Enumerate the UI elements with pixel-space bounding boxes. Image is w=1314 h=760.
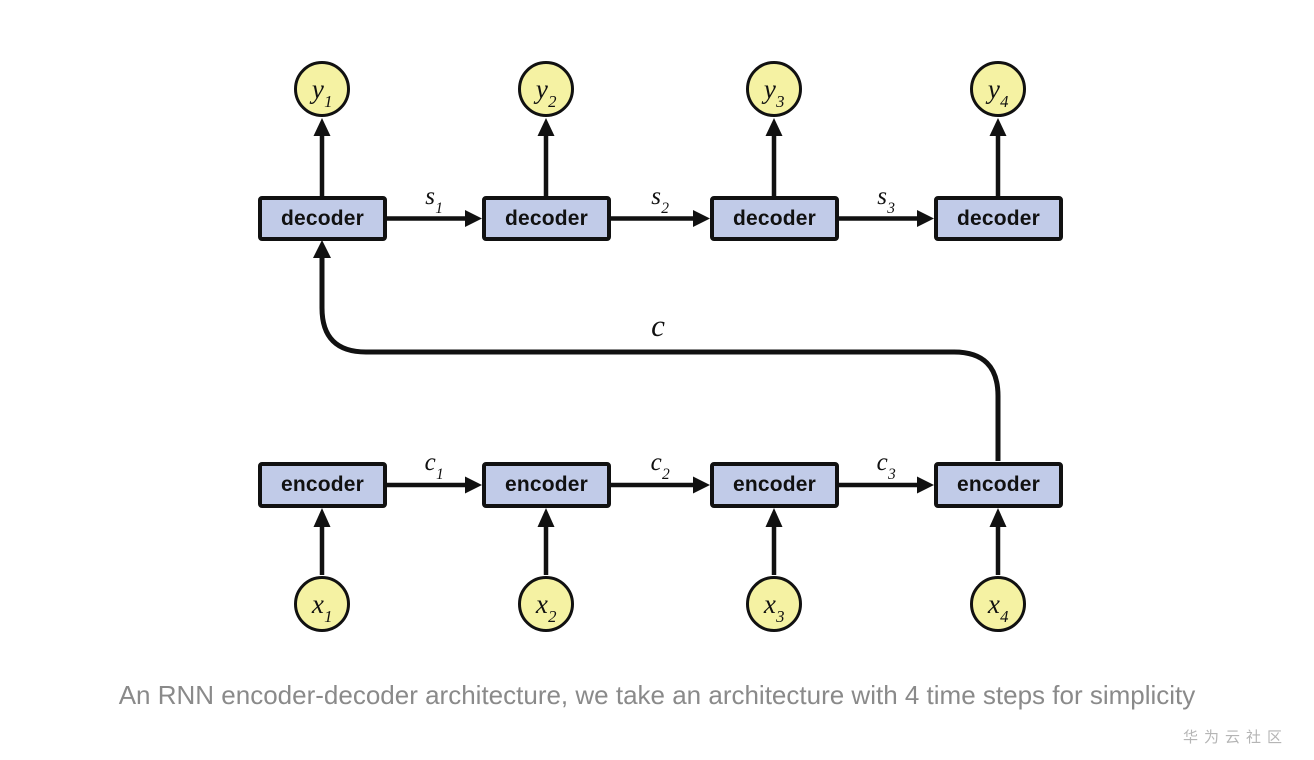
state-label-c3: c3 (876, 449, 896, 483)
arrow-x3-to-encoder3 (765, 508, 783, 575)
input-node-x2: x2 (518, 576, 574, 632)
decoder-box-4-label: decoder (956, 206, 1041, 230)
state-label-c2: c2 (650, 449, 670, 483)
encoder-box-4: encoder (934, 462, 1063, 508)
decoder-box-3: decoder (710, 196, 839, 241)
decoder-box-2: decoder (482, 196, 611, 241)
decoder-box-3-label: decoder (732, 206, 817, 230)
arrow-c1 (387, 476, 482, 494)
encoder-box-2-label: encoder (504, 473, 589, 496)
encoder-box-3: encoder (710, 462, 839, 508)
input-node-x1: x1 (294, 576, 350, 632)
input-node-x1-label: x1 (311, 588, 333, 626)
state-label-s1: s1 (425, 183, 444, 217)
arrow-x4-to-encoder4 (989, 508, 1007, 575)
arrow-decoder3-to-y3 (765, 118, 783, 197)
encoder-box-1: encoder (258, 462, 387, 508)
output-node-y3-label: y3 (763, 73, 785, 111)
encoder-box-3-label: encoder (732, 473, 817, 496)
output-node-y4-label: y4 (987, 73, 1009, 111)
input-node-x2-label: x2 (535, 588, 557, 626)
arrow-decoder2-to-y2 (537, 118, 555, 197)
state-label-c1: c1 (424, 449, 444, 483)
watermark-huawei-cloud-community: 华为云社区 (1182, 729, 1288, 746)
state-label-s3: s3 (877, 183, 896, 217)
arrow-c2 (611, 476, 710, 494)
decoder-box-2-label: decoder (504, 206, 589, 230)
encoder-box-1-label: encoder (280, 473, 365, 496)
figure-caption: An RNN encoder-decoder architecture, we … (118, 680, 1196, 710)
output-node-y2: y2 (518, 61, 574, 117)
context-vector-label: c (651, 308, 665, 343)
arrow-decoder4-to-y4 (989, 118, 1007, 197)
decoder-box-4: decoder (934, 196, 1063, 241)
output-node-y4: y4 (970, 61, 1026, 117)
output-node-y2-label: y2 (535, 73, 557, 111)
input-node-x3: x3 (746, 576, 802, 632)
output-node-y1: y1 (294, 61, 350, 117)
input-node-x4: x4 (970, 576, 1026, 632)
input-node-x3-label: x3 (763, 588, 785, 626)
decoder-box-1: decoder (258, 196, 387, 241)
arrow-x2-to-encoder2 (537, 508, 555, 575)
encoder-box-2: encoder (482, 462, 611, 508)
decoder-box-1-label: decoder (280, 206, 365, 230)
arrow-s3 (839, 210, 934, 227)
arrow-x1-to-encoder1 (313, 508, 331, 575)
arrow-s1 (387, 210, 482, 227)
state-label-s2: s2 (651, 183, 670, 217)
arrow-c3 (839, 476, 934, 494)
output-node-y3: y3 (746, 61, 802, 117)
arrow-s2 (611, 210, 710, 227)
output-node-y1-label: y1 (311, 73, 333, 111)
input-node-x4-label: x4 (987, 588, 1009, 626)
arrow-decoder1-to-y1 (313, 118, 331, 197)
encoder-box-4-label: encoder (956, 473, 1041, 496)
context-arrow-c (313, 240, 1001, 461)
